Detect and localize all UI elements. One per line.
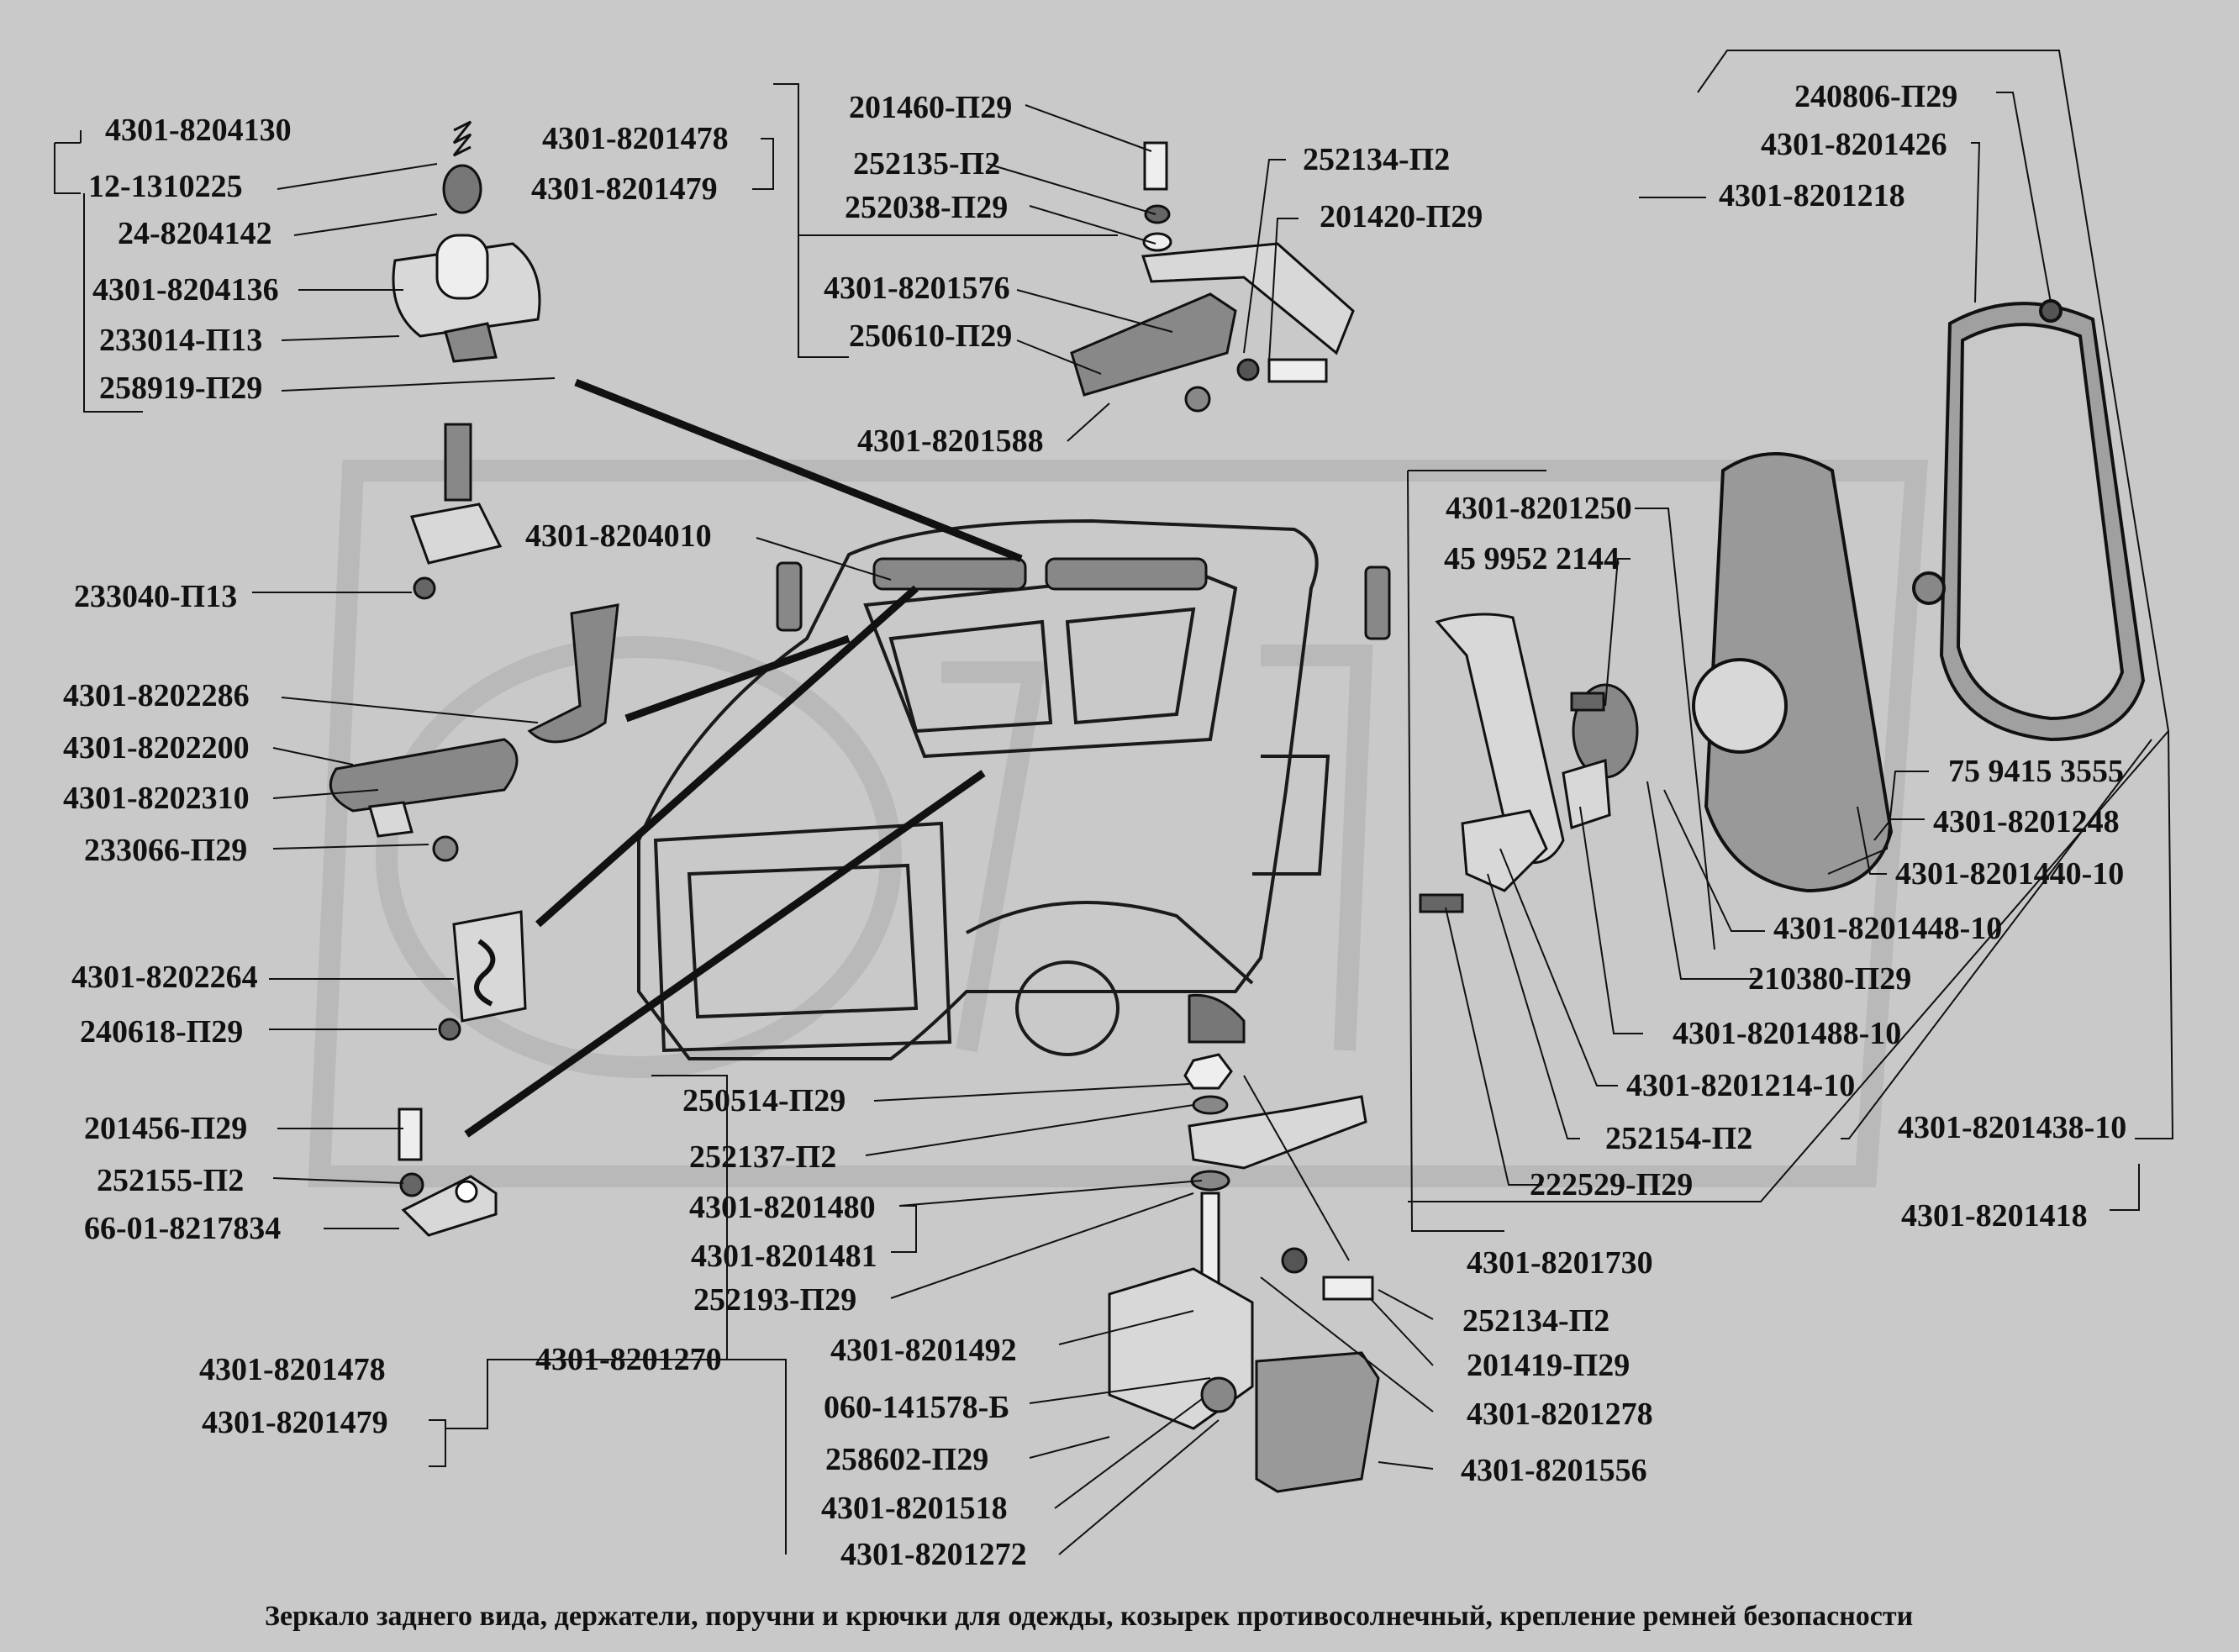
part-label: 252134-П2 <box>1303 142 1451 177</box>
part-label: 4301-8204130 <box>105 113 292 148</box>
part-label: 4301-8202286 <box>63 678 250 713</box>
part-label: 222529-П29 <box>1530 1167 1694 1202</box>
part-label: 4301-8201730 <box>1467 1245 1653 1281</box>
part-label: 4301-8201272 <box>840 1537 1027 1572</box>
part-label: 252038-П29 <box>845 190 1009 225</box>
clothes-hook <box>392 120 541 363</box>
part-label: 4301-8202264 <box>71 960 258 995</box>
part-label: 4301-8201588 <box>857 424 1044 459</box>
part-label: 4301-8201440-10 <box>1895 856 2125 892</box>
part-label: 4301-8201250 <box>1446 491 1632 526</box>
part-label: 4301-8201214-10 <box>1626 1068 1856 1103</box>
part-label: 4301-8201479 <box>531 171 718 207</box>
part-label: 4301-8204010 <box>525 518 712 554</box>
handle-holder <box>409 423 503 600</box>
part-label: 4301-8201218 <box>1719 178 1905 213</box>
part-label: 4301-8204136 <box>92 272 279 308</box>
part-label: 4301-8201480 <box>689 1190 876 1225</box>
part-label: 4301-8201426 <box>1761 127 1947 162</box>
part-label: 4301-8201478 <box>199 1352 386 1387</box>
part-label: 4301-8201518 <box>821 1491 1008 1526</box>
rear-view-mirror <box>1692 299 2146 893</box>
part-label: 060-141578-Б <box>824 1390 1010 1425</box>
mirror-mount-hardware <box>1419 613 1639 913</box>
figure-caption: Зеркало заднего вида, держатели, поручни… <box>265 1601 1914 1632</box>
part-label: 4301-8202200 <box>63 730 250 765</box>
part-label: 252137-П2 <box>689 1139 837 1175</box>
part-label: 240806-П29 <box>1794 79 1958 114</box>
part-label: 4301-8202310 <box>63 781 250 816</box>
part-label: 12-1310225 <box>88 169 243 204</box>
part-label: 75 9415 3555 <box>1948 754 2124 789</box>
part-label: 4301-8201448-10 <box>1773 911 2003 946</box>
part-label: 201420-П29 <box>1320 199 1483 234</box>
part-label: 4301-8201492 <box>830 1333 1017 1368</box>
part-label: 4301-8201479 <box>202 1405 388 1440</box>
part-label: 201456-П29 <box>84 1111 248 1146</box>
part-label: 233014-П13 <box>99 323 263 358</box>
part-label: 4301-8201248 <box>1933 804 2120 839</box>
grab-handle <box>329 603 619 862</box>
part-label: 24-8204142 <box>118 216 272 251</box>
part-label: 250610-П29 <box>849 318 1013 354</box>
mirror-upper-bracket <box>1070 141 1355 413</box>
mirror-lower-bracket <box>1108 993 1380 1493</box>
watermark-logo <box>308 460 1928 1187</box>
part-label: 4301-8201418 <box>1901 1198 2088 1234</box>
part-label: 4301-8201438-10 <box>1898 1110 2127 1145</box>
part-label: 240618-П29 <box>80 1014 244 1050</box>
part-label: 4301-8201278 <box>1467 1397 1653 1432</box>
part-label: 252155-П2 <box>97 1163 245 1198</box>
part-label: 210380-П29 <box>1748 961 1912 997</box>
part-label: 4301-8201478 <box>542 121 729 156</box>
leader-rods <box>464 378 1023 1138</box>
part-label: 201460-П29 <box>849 90 1013 125</box>
part-label: 4301-8201270 <box>535 1342 722 1377</box>
part-label: 258919-П29 <box>99 371 263 406</box>
part-label: 4301-8201481 <box>691 1239 877 1274</box>
part-label: 4301-8201576 <box>824 271 1010 306</box>
part-label: 252134-П2 <box>1462 1303 1610 1339</box>
part-label: 201419-П29 <box>1467 1348 1631 1383</box>
part-label: 252193-П29 <box>693 1282 857 1318</box>
part-label: 250514-П29 <box>682 1083 846 1118</box>
part-label: 252154-П2 <box>1605 1121 1753 1156</box>
part-label: 233066-П29 <box>84 833 248 868</box>
part-label: 252135-П2 <box>853 146 1001 182</box>
leader-lines <box>54 50 2174 1555</box>
part-label: 233040-П13 <box>74 579 238 614</box>
part-label: 66-01-8217834 <box>84 1211 282 1246</box>
part-label: 258602-П29 <box>825 1442 989 1477</box>
part-label: 4301-8201488-10 <box>1673 1016 1902 1051</box>
part-label: 4301-8201556 <box>1461 1453 1647 1488</box>
seat-belt-bracket <box>398 1107 498 1237</box>
part-label: 45 9952 2144 <box>1444 541 1620 576</box>
coat-hook-plate <box>438 910 527 1041</box>
cab-mirrors <box>776 557 1391 640</box>
